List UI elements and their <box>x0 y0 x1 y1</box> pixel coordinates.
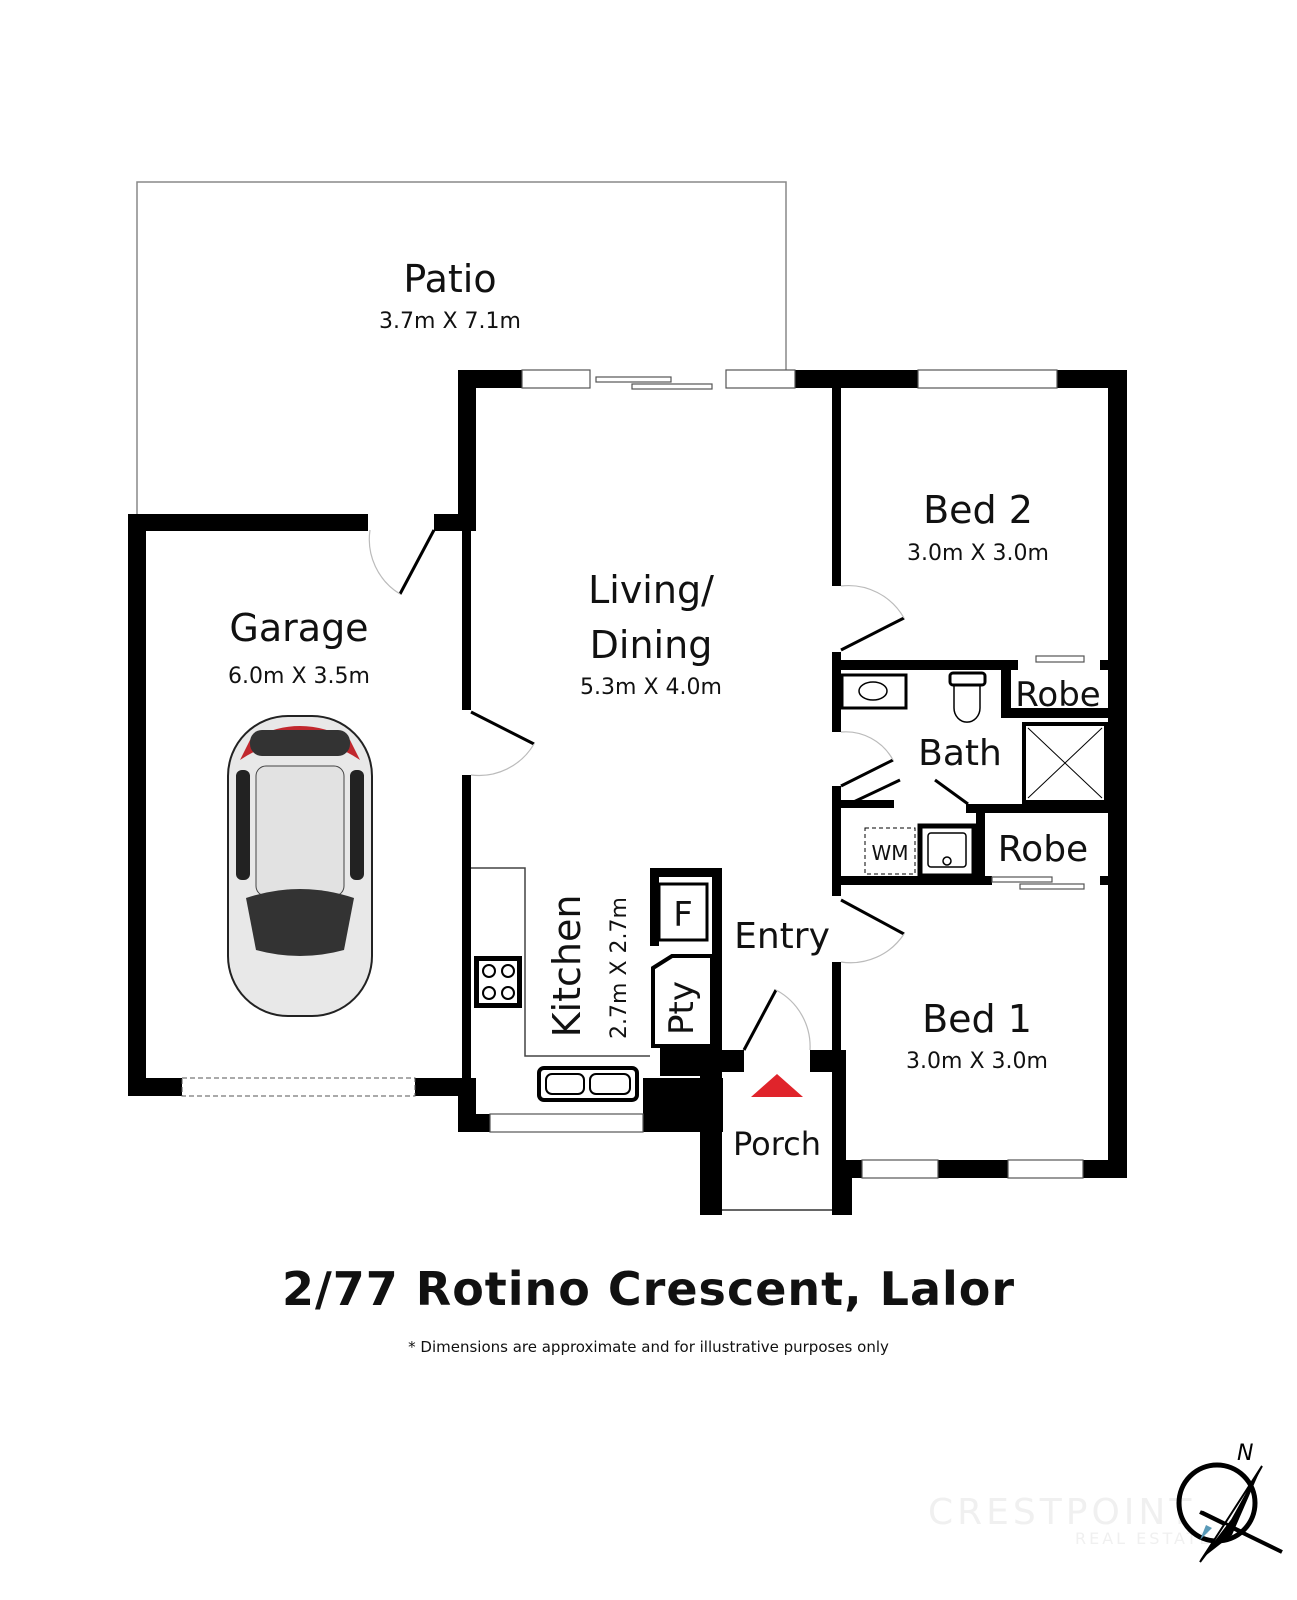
room-name-pantry: Pty <box>662 981 702 1035</box>
washing-machine-label: WM <box>871 841 908 865</box>
walls <box>128 370 1127 1215</box>
sink-icon <box>537 1066 639 1102</box>
property-address: 2/77 Rotino Crescent, Lalor <box>281 1262 1016 1316</box>
laundry-tub-icon <box>917 823 977 879</box>
room-name-porch: Porch <box>733 1125 821 1163</box>
patio-outline <box>136 181 787 515</box>
washing-machine-box <box>864 827 916 875</box>
room-name-entry: Entry <box>734 916 830 957</box>
watermark-line2: REAL ESTATE <box>1075 1529 1213 1548</box>
compass-north-label: N <box>1237 1441 1253 1466</box>
kitchen-bench <box>471 867 650 1057</box>
compass-icon <box>1176 1462 1283 1563</box>
room-name-living-2: Dining <box>590 623 713 667</box>
room-dims-patio: 3.7m X 7.1m <box>379 309 521 334</box>
room-dims-bed2: 3.0m X 3.0m <box>907 541 1049 566</box>
watermark-line1: CRESTPOINT <box>928 1492 1195 1533</box>
cooktop-icon <box>474 956 522 1008</box>
room-name-garage: Garage <box>229 606 368 650</box>
room-name-patio: Patio <box>403 257 496 301</box>
shower-icon <box>1022 722 1108 804</box>
room-name-bed1: Bed 1 <box>922 997 1032 1041</box>
room-dims-living: 5.3m X 4.0m <box>580 675 722 700</box>
fridge-label: F <box>673 895 693 935</box>
room-name-kitchen: Kitchen <box>545 895 589 1038</box>
room-name-bed2: Bed 2 <box>923 488 1033 532</box>
room-name-robe-2: Robe <box>998 829 1088 870</box>
toilet-icon <box>948 671 987 723</box>
car-icon <box>227 715 373 1017</box>
vanity-icon <box>840 673 908 710</box>
room-dims-garage: 6.0m X 3.5m <box>228 664 370 689</box>
doors <box>398 529 969 1051</box>
entry-arrow-icon <box>751 1074 803 1097</box>
garage-door <box>181 1077 416 1097</box>
fridge-box <box>657 882 709 942</box>
room-dims-bed1: 3.0m X 3.0m <box>906 1049 1048 1074</box>
room-name-robe-1: Robe <box>1015 675 1100 715</box>
room-dims-kitchen: 2.7m X 2.7m <box>607 897 632 1039</box>
room-name-living-1: Living/ <box>588 568 714 612</box>
disclaimer: * Dimensions are approximate and for ill… <box>408 1338 889 1356</box>
room-name-bath: Bath <box>918 733 1002 774</box>
windows <box>489 369 1085 1179</box>
